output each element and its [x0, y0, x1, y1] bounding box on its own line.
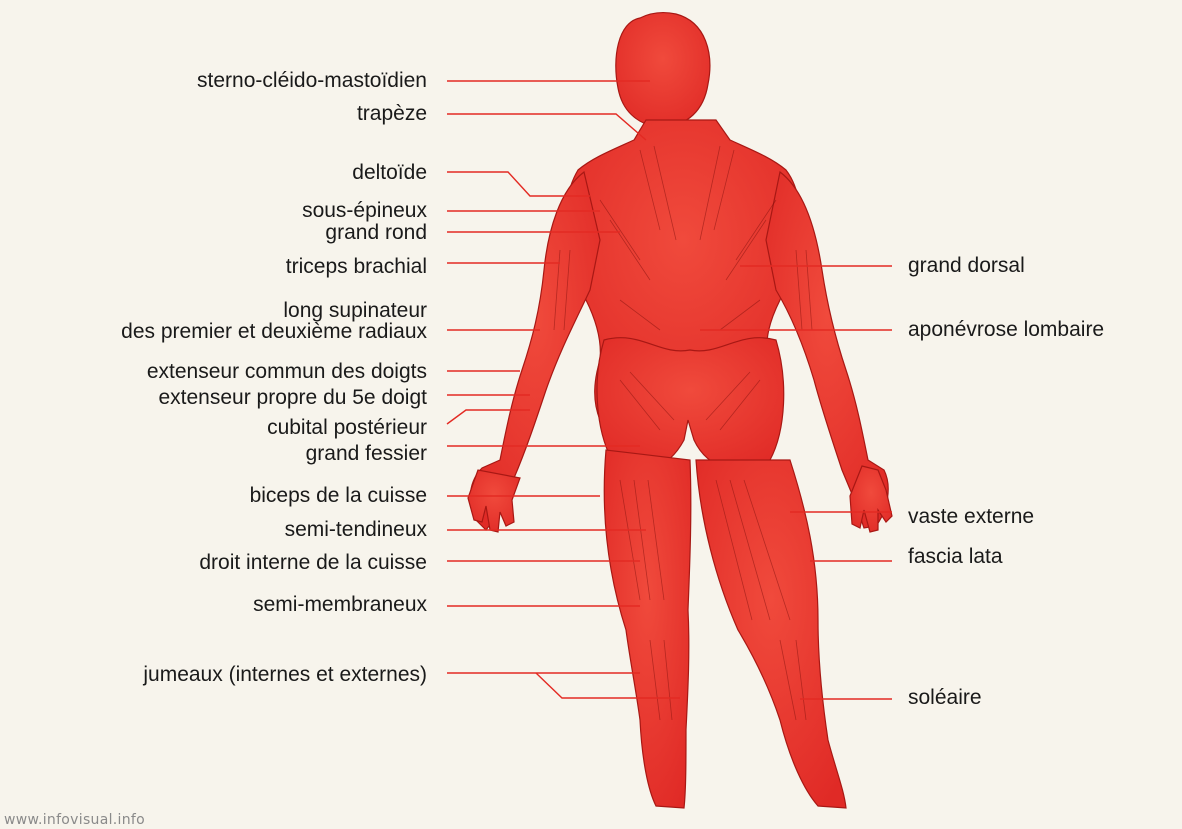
- label-grand-fessier: grand fessier: [306, 443, 427, 465]
- label-biceps-cuisse: biceps de la cuisse: [250, 485, 427, 507]
- label-extenseur-propre-5e: extenseur propre du 5e doigt: [158, 387, 427, 409]
- label-semi-membraneux: semi-membraneux: [253, 594, 427, 616]
- label-vaste-externe: vaste externe: [908, 506, 1034, 528]
- label-fascia-lata: fascia lata: [908, 546, 1003, 568]
- body-figure: [468, 13, 892, 808]
- label-extenseur-commun: extenseur commun des doigts: [147, 361, 427, 383]
- label-triceps-brachial: triceps brachial: [286, 256, 427, 278]
- label-sterno-cleido-mastoidien: sterno-cléido-mastoïdien: [197, 70, 427, 92]
- left-leg: [604, 450, 691, 808]
- label-sous-epineux: sous-épineux: [302, 200, 427, 222]
- label-jumeaux: jumeaux (internes et externes): [143, 664, 427, 686]
- label-deltoide: deltoïde: [352, 162, 427, 184]
- watermark: www.infovisual.info: [4, 812, 145, 828]
- label-grand-rond: grand rond: [325, 222, 427, 244]
- label-semi-tendineux: semi-tendineux: [285, 519, 427, 541]
- label-grand-dorsal: grand dorsal: [908, 255, 1025, 277]
- label-droit-interne-cuisse: droit interne de la cuisse: [199, 552, 427, 574]
- label-long-supinateur: long supinateur: [283, 300, 427, 322]
- left-hand: [468, 470, 520, 532]
- label-soleaire: soléaire: [908, 687, 982, 709]
- label-cubital-posterieur: cubital postérieur: [267, 417, 427, 439]
- buttocks: [597, 338, 784, 470]
- label-aponevrose-lombaire: aponévrose lombaire: [908, 319, 1104, 341]
- label-premier-deuxieme-radiaux: des premier et deuxième radiaux: [121, 321, 427, 343]
- head: [616, 13, 710, 128]
- label-trapeze: trapèze: [357, 103, 427, 125]
